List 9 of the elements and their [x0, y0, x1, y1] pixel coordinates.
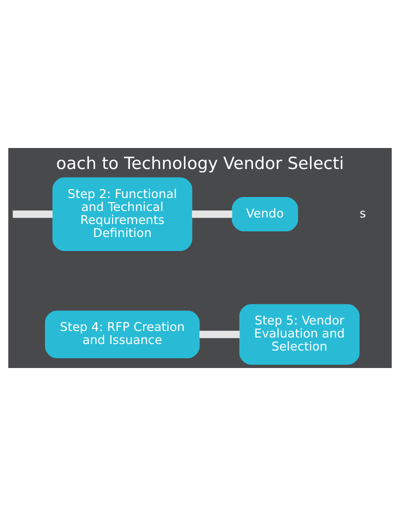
node-box: Vendo	[232, 196, 298, 232]
label: s	[360, 206, 366, 220]
node-box: Step 5: Vendor Evaluation and Selection	[239, 304, 360, 365]
connector	[12, 210, 53, 218]
node-box: Step 2: Functional and Technical Requirements Definition	[52, 177, 192, 251]
connector	[199, 330, 240, 338]
connector	[192, 210, 232, 218]
node-box: Step 4: RFP Creation and Issuance	[44, 310, 200, 358]
diagram-title: oach to Technology Vendor Selecti	[56, 152, 344, 173]
